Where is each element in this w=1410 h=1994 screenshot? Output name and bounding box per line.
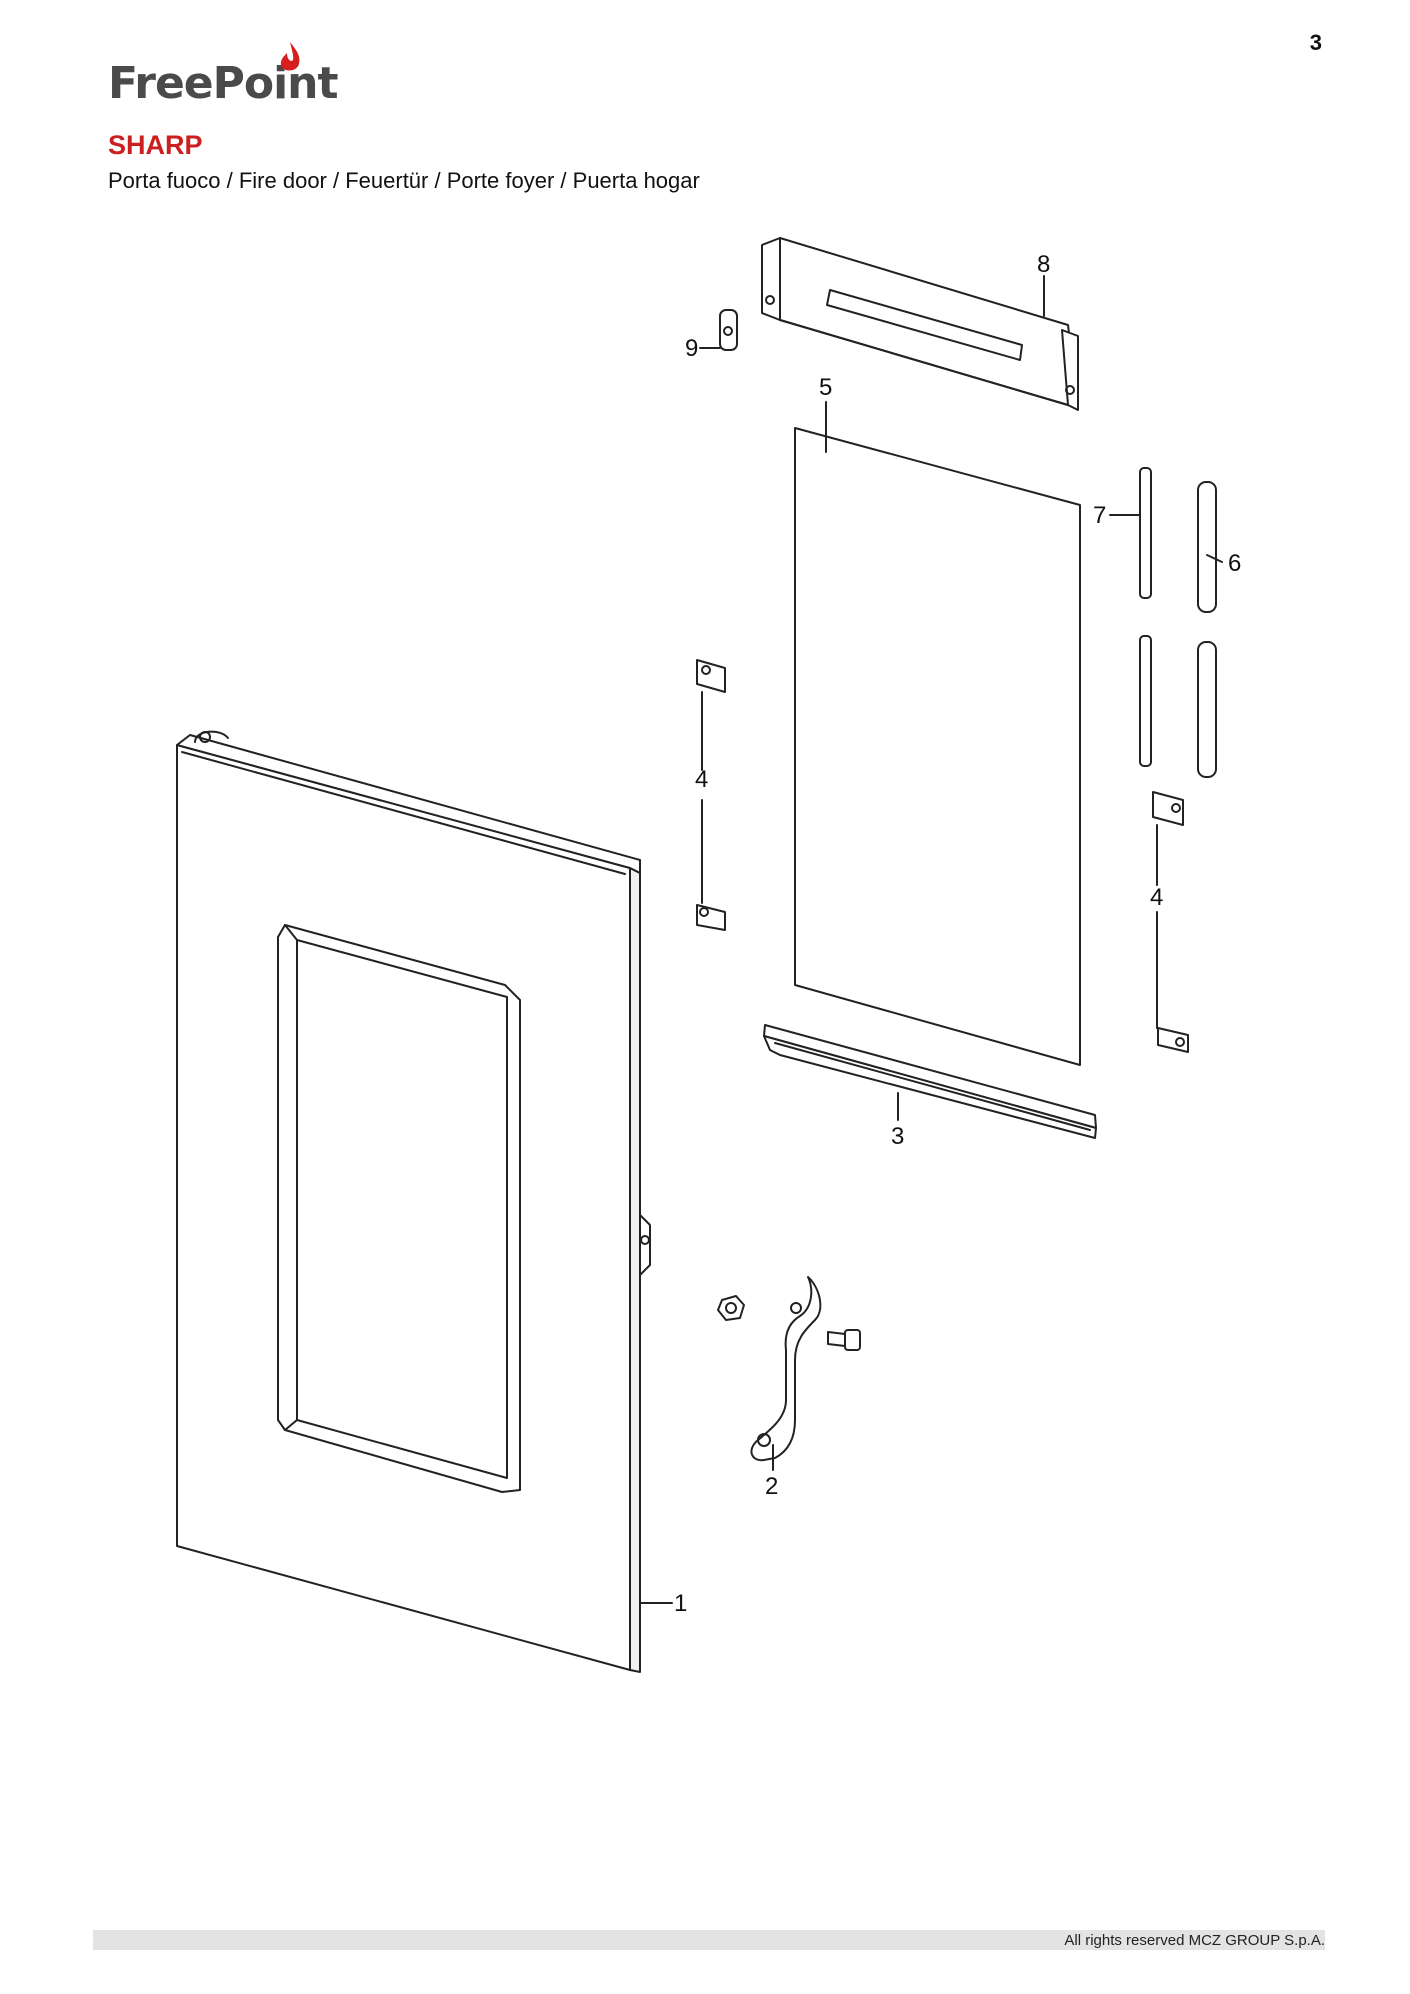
callout-3: 3 [891, 1123, 904, 1150]
callout-1: 1 [674, 1590, 687, 1617]
part-2-hinge-arm [717, 1276, 861, 1462]
part-4-clip-right [1152, 791, 1189, 1053]
part-6-seal-rods [1197, 481, 1217, 778]
flame-icon [280, 42, 300, 71]
brand-wordmark: FreePoint [108, 58, 339, 109]
part-3-lower-glass-profile [763, 1024, 1097, 1139]
footer-copyright: All rights reserved MCZ GROUP S.p.A. [1064, 1932, 1325, 1949]
freepoint-logo: FreePoint [108, 40, 339, 110]
callout-7: 7 [1093, 502, 1106, 529]
part-5-glass-panel [794, 427, 1081, 1066]
part-1-door-frame [176, 730, 651, 1673]
callout-labels: 1 2 3 4 4 5 6 7 8 9 [674, 251, 1241, 1617]
callout-4-right: 4 [1150, 884, 1163, 911]
callout-5: 5 [819, 374, 832, 401]
hinge-bolt [827, 1329, 861, 1351]
page-title: SHARP [108, 130, 203, 160]
part-8-top-deflector [761, 237, 1079, 411]
part-4-clip-left [696, 659, 726, 931]
page-subtitle: Porta fuoco / Fire door / Feuertür / Por… [108, 168, 700, 193]
leader-lines [639, 275, 1223, 1604]
part-7-gasket-strips [1139, 467, 1152, 767]
callout-4-left: 4 [695, 766, 708, 793]
callout-9: 9 [685, 335, 698, 362]
part-9-bracket [719, 309, 738, 351]
callout-2: 2 [765, 1473, 778, 1500]
page-number: 3 [1309, 30, 1322, 55]
hinge-nut [717, 1295, 745, 1321]
callout-8: 8 [1037, 251, 1050, 278]
callout-6: 6 [1228, 550, 1241, 577]
footer-bar [93, 1930, 1325, 1950]
